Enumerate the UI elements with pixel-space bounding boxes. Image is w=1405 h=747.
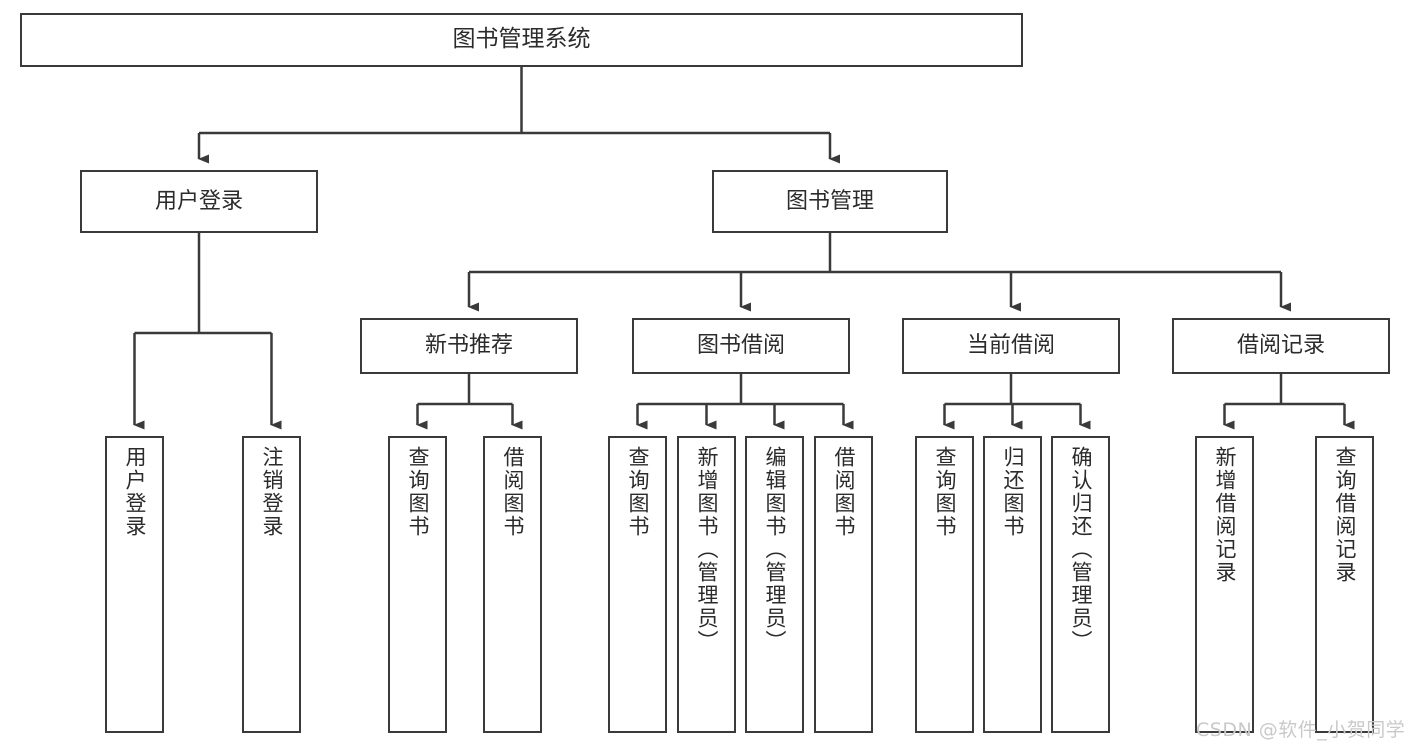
node-label: 借阅记录 [1236, 333, 1325, 359]
node-label: 查询借阅记录 [1333, 446, 1357, 584]
node-leaf-borrow-query[interactable]: 查询图书 [608, 436, 667, 733]
node-label: 确认归还（管理员） [1069, 446, 1093, 653]
node-leaf-user-login[interactable]: 用户登录 [105, 436, 164, 733]
node-label: 用户登录 [123, 446, 147, 538]
node-leaf-rec-borrow[interactable]: 借阅图书 [483, 436, 542, 733]
node-label: 归还图书 [1001, 446, 1025, 538]
watermark: CSDN @软件_小贺同学 [1196, 719, 1405, 741]
node-label: 当前借阅 [966, 333, 1055, 359]
node-label: 编辑图书（管理员） [763, 446, 787, 653]
node-label: 注销登录 [260, 446, 284, 538]
node-label: 用户登录 [154, 188, 243, 214]
node-label: 图书管理 [785, 188, 874, 214]
node-leaf-borrow-edit[interactable]: 编辑图书（管理员） [745, 436, 804, 733]
node-leaf-user-logout[interactable]: 注销登录 [242, 436, 301, 733]
node-leaf-cur-query[interactable]: 查询图书 [915, 436, 974, 733]
node-label: 借阅图书 [501, 446, 525, 538]
node-leaf-rec-query[interactable]: 查询图书 [388, 436, 447, 733]
node-label: 新书推荐 [424, 333, 513, 359]
node-label: 新增图书（管理员） [695, 446, 719, 653]
node-root[interactable]: 图书管理系统 [20, 13, 1023, 67]
node-label: 查询图书 [626, 446, 650, 538]
node-leaf-rec-add[interactable]: 新增借阅记录 [1195, 436, 1254, 733]
node-book-borrow[interactable]: 图书借阅 [632, 318, 850, 374]
node-leaf-borrow-add[interactable]: 新增图书（管理员） [677, 436, 736, 733]
node-label: 查询图书 [933, 446, 957, 538]
node-user-login[interactable]: 用户登录 [80, 170, 318, 233]
node-leaf-borrow-lend[interactable]: 借阅图书 [814, 436, 873, 733]
node-label: 借阅图书 [832, 446, 856, 538]
node-leaf-cur-return[interactable]: 归还图书 [983, 436, 1042, 733]
node-label: 图书借阅 [696, 333, 785, 359]
node-label: 新增借阅记录 [1213, 446, 1237, 584]
node-current-borrow[interactable]: 当前借阅 [902, 318, 1120, 374]
node-book-manage[interactable]: 图书管理 [712, 170, 948, 233]
node-leaf-cur-confirm[interactable]: 确认归还（管理员） [1051, 436, 1110, 733]
node-new-book-rec[interactable]: 新书推荐 [360, 318, 578, 374]
node-label: 查询图书 [406, 446, 430, 538]
node-label: 图书管理系统 [452, 26, 591, 53]
node-leaf-rec-search[interactable]: 查询借阅记录 [1315, 436, 1374, 733]
node-borrow-record[interactable]: 借阅记录 [1172, 318, 1390, 374]
